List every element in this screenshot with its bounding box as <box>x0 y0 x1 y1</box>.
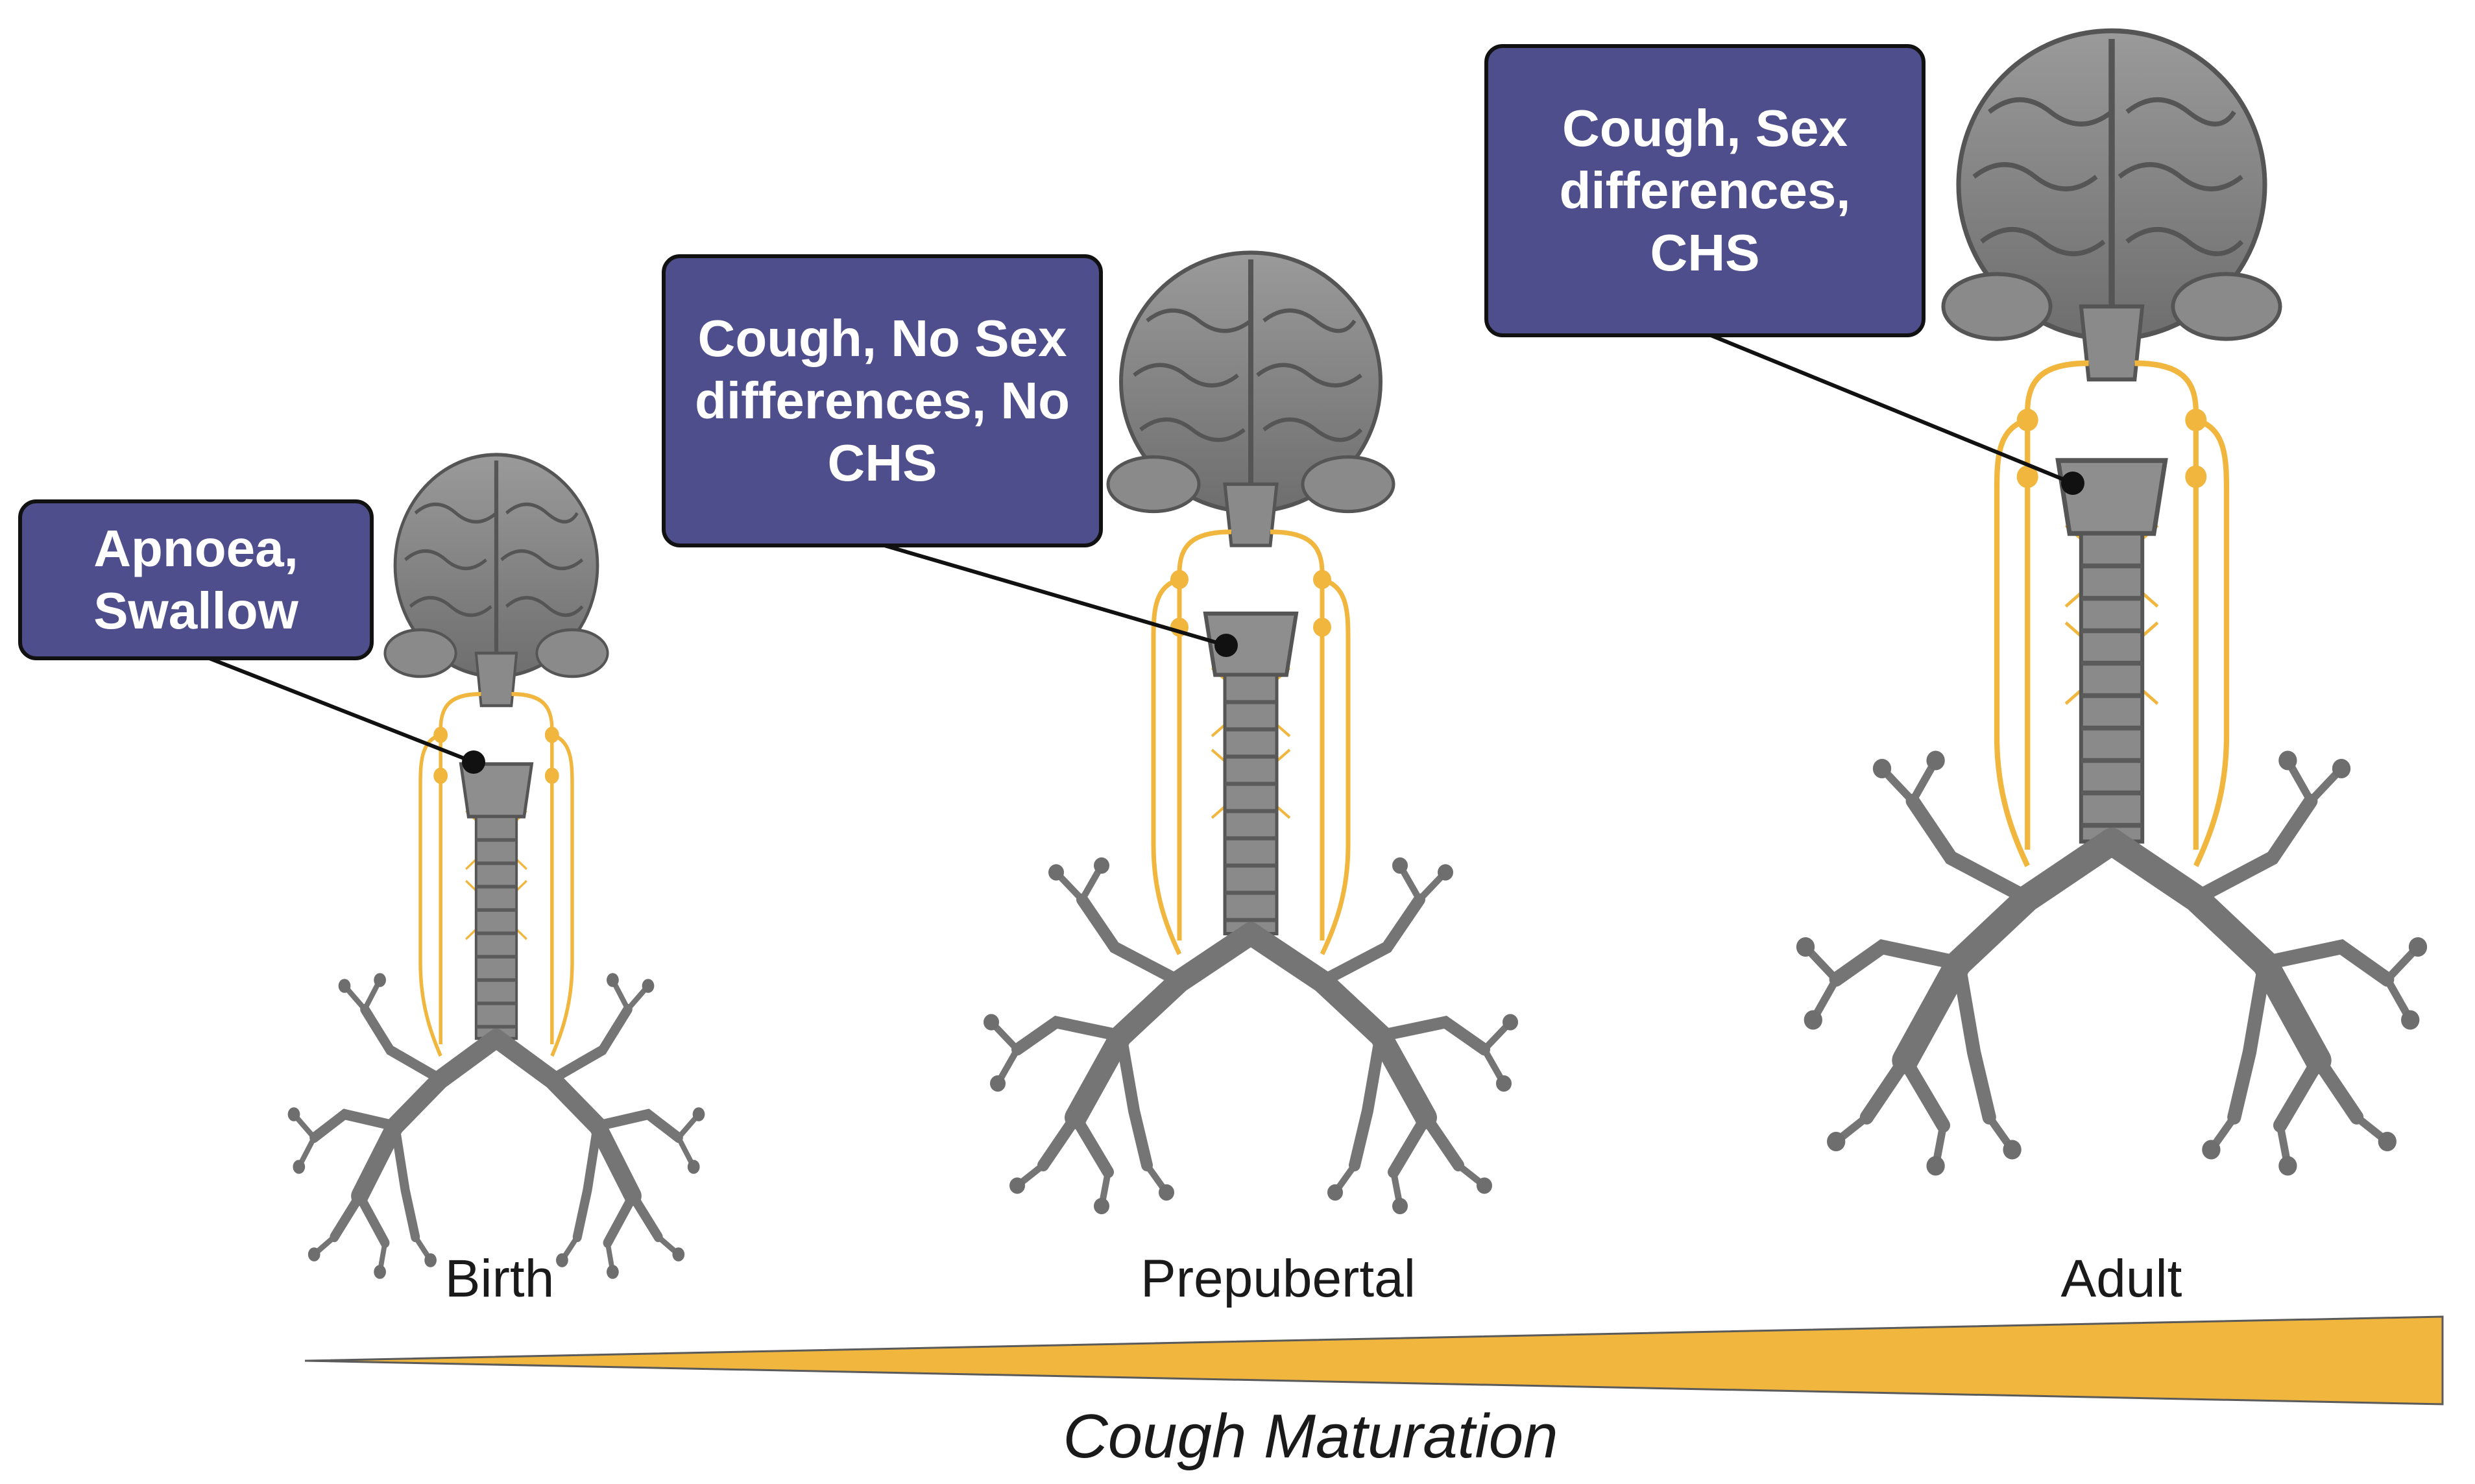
adult-leader-dot <box>2061 472 2084 495</box>
stage-label-prepubertal: Prepubertal <box>1141 1249 1416 1308</box>
birth-callout: Apnoea, Swallow <box>18 499 374 660</box>
adult-leader-line <box>1698 329 2074 485</box>
birth-leader-dot <box>462 750 485 774</box>
birth-leader-line <box>200 653 475 764</box>
stage-label-adult: Adult <box>2060 1249 2182 1308</box>
prepubertal-leader-line <box>882 543 1227 647</box>
prepubertal-leader-dot <box>1214 634 1238 657</box>
prepubertal-callout: Cough, No Sex differences, No CHS <box>662 254 1103 547</box>
stage-label-birth: Birth <box>444 1249 555 1308</box>
maturation-title: Cough Maturation <box>1063 1402 1558 1471</box>
prepubertal-callout-text: Cough, No Sex differences, No CHS <box>695 309 1070 492</box>
maturation-wedge <box>304 1315 2444 1406</box>
birth-callout-text: Apnoea, Swallow <box>93 520 298 640</box>
adult-callout: Cough, Sex differences, CHS <box>1484 44 1926 337</box>
adult-callout-text: Cough, Sex differences, CHS <box>1559 99 1851 281</box>
